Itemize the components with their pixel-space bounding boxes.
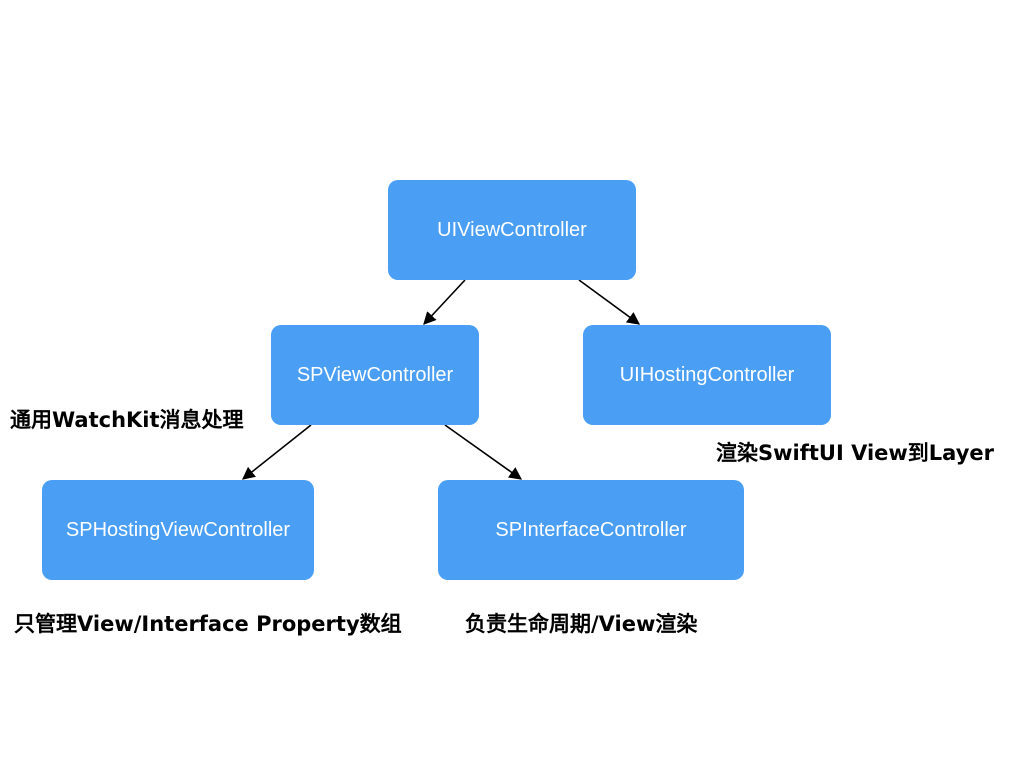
note-uihostingcontroller: 渲染SwiftUI View到Layer (716, 441, 994, 465)
note-spviewcontroller: 通用WatchKit消息处理 (10, 408, 244, 432)
node-sphostingviewcontroller: SPHostingViewController (42, 480, 314, 580)
note-sphostingviewcontroller: 只管理View/Interface Property数组 (14, 612, 402, 636)
node-uihostingcontroller: UIHostingController (583, 325, 831, 425)
edge-spviewcontroller-to-sphostingviewcontroller (241, 424, 312, 480)
node-uiviewcontroller-label: UIViewController (437, 218, 587, 241)
note-spinterfacecontroller: 负责生命周期/View渲染 (465, 612, 698, 636)
node-sphostingviewcontroller-label: SPHostingViewController (65, 518, 291, 541)
edge-uiviewcontroller-to-uihostingcontroller (578, 279, 641, 325)
edge-spviewcontroller-to-spinterfacecontroller (444, 424, 523, 480)
node-spinterfacecontroller: SPInterfaceController (438, 480, 744, 580)
edge-uiviewcontroller-to-spviewcontroller (423, 279, 466, 325)
node-spinterfacecontroller-label: SPInterfaceController (495, 518, 687, 541)
node-spviewcontroller-label: SPViewController (296, 363, 454, 386)
node-spviewcontroller: SPViewController (271, 325, 479, 425)
node-uihostingcontroller-label: UIHostingController (619, 363, 795, 386)
node-uiviewcontroller: UIViewController (388, 180, 636, 280)
